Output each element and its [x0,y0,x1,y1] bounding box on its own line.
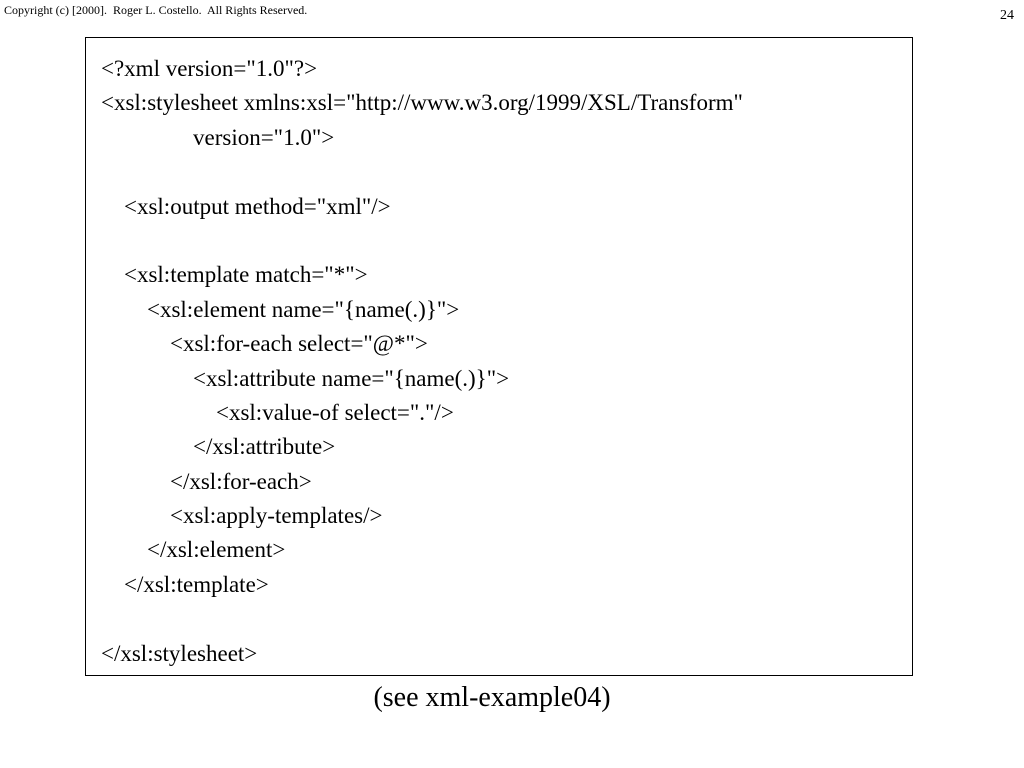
code-line [101,155,743,189]
code-line: <xsl:element name="{name(.)}"> [101,296,460,322]
code-line [101,224,743,258]
page-number: 24 [1000,8,1014,23]
code-line: <xsl:attribute name="{name(.)}"> [101,365,510,391]
code-line: <xsl:template match="*"> [101,262,368,288]
code-line: <xsl:output method="xml"/> [101,193,391,219]
code-line: version="1.0"> [101,124,335,150]
code-line: <xsl:for-each select="@*"> [101,331,428,357]
code-listing: <?xml version="1.0"?> <xsl:stylesheet xm… [101,52,743,671]
code-line: </xsl:for-each> [101,468,312,494]
code-line: <xsl:stylesheet xmlns:xsl="http://www.w3… [101,90,743,116]
code-line: </xsl:attribute> [101,434,336,460]
code-line: <?xml version="1.0"?> [101,56,318,81]
code-line: <xsl:value-of select="."/> [101,399,454,425]
copyright-notice: Copyright (c) [2000]. Roger L. Costello.… [4,3,308,17]
code-line: </xsl:stylesheet> [101,640,258,666]
code-line: <xsl:apply-templates/> [101,503,383,529]
code-line: </xsl:template> [101,571,269,597]
caption: (see xml-example04) [0,680,1024,716]
code-line: </xsl:element> [101,537,286,563]
code-box: <?xml version="1.0"?> <xsl:stylesheet xm… [85,37,913,676]
caption-text: (see xml-example04) [373,682,611,713]
code-line [101,602,743,636]
